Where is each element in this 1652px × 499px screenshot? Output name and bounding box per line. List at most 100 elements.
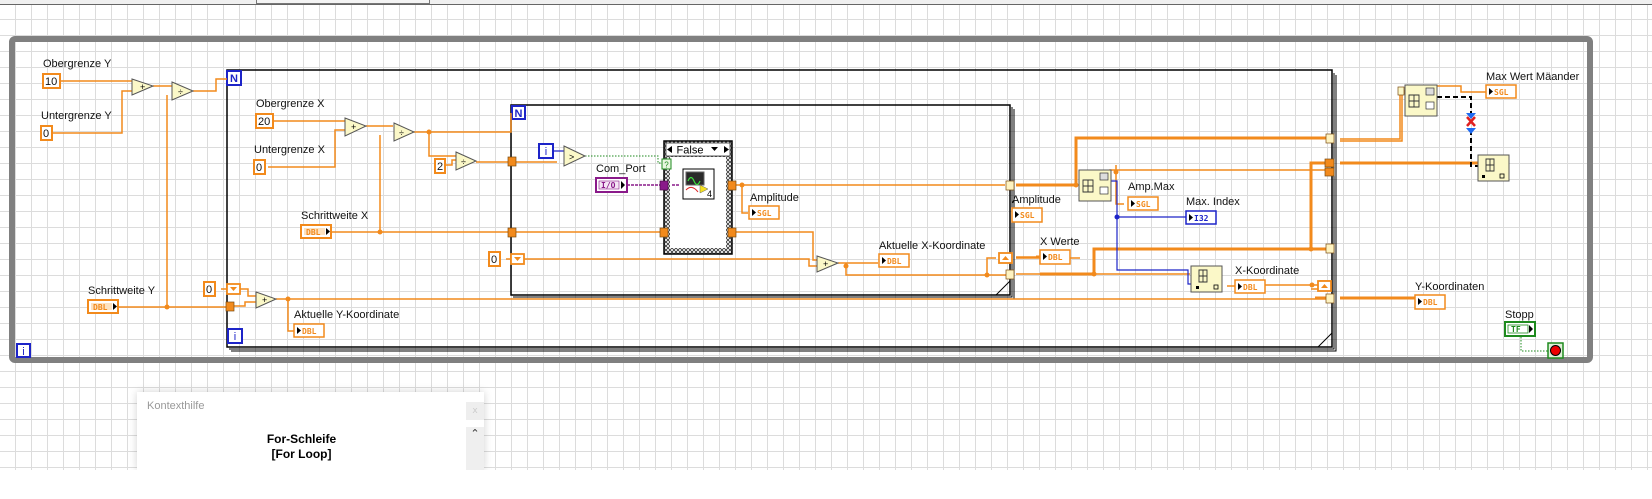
indicator-aktuelle-y[interactable]: DBL [293, 323, 325, 338]
while-iteration-label: i [22, 346, 24, 358]
canvas-bottom-area [0, 470, 1652, 499]
indicator-aktuelle-x[interactable]: DBL [878, 253, 910, 268]
waveform-icon [687, 176, 701, 186]
case-tunnel-io [659, 180, 669, 191]
inner-for-count-terminal[interactable]: N [511, 105, 526, 120]
tunnel-n-x [507, 156, 517, 167]
toolbar-field[interactable] [256, 0, 430, 4]
svg-text:+: + [351, 122, 356, 132]
divide-node-y[interactable]: ÷ [171, 81, 195, 101]
chevron-up-icon[interactable]: ⌃ [470, 427, 480, 440]
label-x-werte: X Werte [1040, 236, 1080, 248]
constant-obergrenze-x[interactable]: 20 [255, 113, 274, 129]
add-node-aktuelle-x[interactable]: + [816, 255, 840, 273]
svg-text:20: 20 [258, 116, 270, 128]
constant-shift-init-x[interactable]: 0 [488, 251, 501, 267]
index-array-node-1[interactable] [1190, 265, 1223, 293]
svg-text:0: 0 [206, 284, 212, 296]
measurement-subvi[interactable]: 4 [682, 168, 715, 200]
case-tunnel-out-amplitude [727, 180, 737, 191]
array-max-min-node-1[interactable] [1078, 169, 1112, 202]
case-next-arrow-icon [724, 146, 729, 153]
while-loop[interactable] [9, 36, 1593, 363]
case-selector-value: False [677, 145, 704, 157]
label-x-koordinate: X-Koordinate [1235, 265, 1299, 277]
control-stopp[interactable]: TF [1504, 321, 1536, 337]
indicator-max-index[interactable]: I32 [1185, 210, 1217, 225]
wires-dbl-array[interactable] [1016, 136, 1478, 300]
indicator-x-werte[interactable]: DBL [1039, 249, 1071, 265]
i32-junction [1114, 214, 1120, 220]
tunnels[interactable] [225, 86, 1405, 312]
outer-for-iteration-terminal[interactable]: i [227, 328, 243, 344]
index-array-node-2[interactable] [1477, 154, 1510, 182]
control-schrittweite-y[interactable]: DBL [87, 299, 119, 314]
svg-text:10: 10 [45, 76, 57, 88]
indicator-amplitude-inner[interactable]: SGL [748, 205, 780, 220]
control-com-port[interactable]: I/O [595, 177, 628, 193]
add-node-y[interactable]: + [131, 78, 155, 96]
svg-text:DBL: DBL [306, 228, 321, 237]
label-schrittweite-y: Schrittweite Y [88, 285, 156, 297]
block-diagram-canvas[interactable] [0, 0, 1652, 470]
add-node-x[interactable]: + [344, 117, 368, 137]
label-amp-max: Amp.Max [1128, 181, 1175, 193]
scrollbar[interactable]: ⌃ [466, 427, 484, 470]
svg-text:SGL: SGL [757, 209, 772, 218]
shift-registers[interactable] [226, 252, 1332, 295]
indicator-y-koordinaten[interactable]: DBL [1414, 294, 1446, 310]
index-tunnel-amp-2d [1325, 133, 1335, 144]
wires-boolean[interactable] [585, 155, 1552, 352]
svg-text:÷: ÷ [461, 157, 466, 167]
indicator-amp-max[interactable]: SGL [1127, 196, 1159, 211]
svg-text:2: 2 [437, 161, 443, 173]
svg-text:I32: I32 [1194, 214, 1209, 223]
indicator-max-wert-maeander[interactable]: SGL [1485, 84, 1517, 99]
greater-node[interactable]: > [563, 145, 587, 167]
constant-shift-init-y[interactable]: 0 [203, 281, 216, 297]
index-tunnel-x-2d [1325, 243, 1335, 254]
constant-untergrenze-x[interactable]: 0 [253, 159, 266, 175]
tunnel-out-1 [1324, 158, 1335, 168]
inner-for-iteration-terminal[interactable]: i [538, 143, 554, 159]
indicator-x-koordinate[interactable]: DBL [1234, 279, 1266, 294]
svg-text:DBL: DBL [1423, 298, 1438, 307]
inner-count-label: N [515, 108, 523, 120]
case-tunnel-in [659, 227, 669, 238]
while-loop-iteration-terminal[interactable]: i [16, 343, 31, 358]
divide-node-half[interactable]: ÷ [455, 151, 478, 171]
case-structure[interactable] [663, 140, 733, 255]
loop-condition-stop[interactable] [1547, 342, 1564, 359]
svg-text:SGL: SGL [1494, 88, 1509, 97]
context-help-window[interactable]: Kontexthilfe x ⌃ For-Schleife [For Loop] [137, 392, 484, 470]
case-selector[interactable]: False [665, 142, 731, 157]
svg-text:I/O: I/O [601, 181, 616, 190]
svg-text:DBL: DBL [887, 257, 902, 266]
indicator-amplitude-array[interactable]: SGL [1011, 207, 1043, 223]
case-tunnel-out [727, 227, 737, 238]
case-selector-terminal[interactable]: ? [661, 158, 672, 170]
label-amplitude-outer: Amplitude [1012, 194, 1061, 206]
label-obergrenze-x: Obergrenze X [256, 98, 325, 110]
svg-text:4: 4 [707, 189, 712, 199]
constant-divisor-two[interactable]: 2 [434, 158, 446, 174]
label-untergrenze-y: Untergrenze Y [41, 110, 112, 122]
svg-text:0: 0 [256, 162, 262, 174]
svg-text:TF: TF [1511, 325, 1521, 334]
array-max-min-node-2[interactable] [1404, 84, 1438, 117]
index-tunnel-x [1005, 269, 1015, 280]
svg-text:DBL: DBL [1243, 283, 1258, 292]
outer-for-count-terminal[interactable]: N [226, 70, 242, 86]
add-node-aktuelle-y[interactable]: + [255, 291, 278, 309]
context-help-subheading: [For Loop] [271, 447, 332, 461]
tunnel-schrittweite-x [507, 227, 517, 238]
constant-obergrenze-y[interactable]: 10 [42, 73, 61, 89]
label-amplitude-inner: Amplitude [750, 192, 799, 204]
broken-wire[interactable] [1437, 96, 1478, 167]
case-selector-question: ? [664, 161, 669, 170]
close-button[interactable]: x [466, 402, 484, 420]
control-schrittweite-x[interactable]: DBL [300, 224, 332, 239]
constant-untergrenze-y[interactable]: 0 [40, 125, 53, 141]
divide-node-x[interactable]: ÷ [393, 122, 416, 142]
svg-text:+: + [262, 295, 267, 305]
